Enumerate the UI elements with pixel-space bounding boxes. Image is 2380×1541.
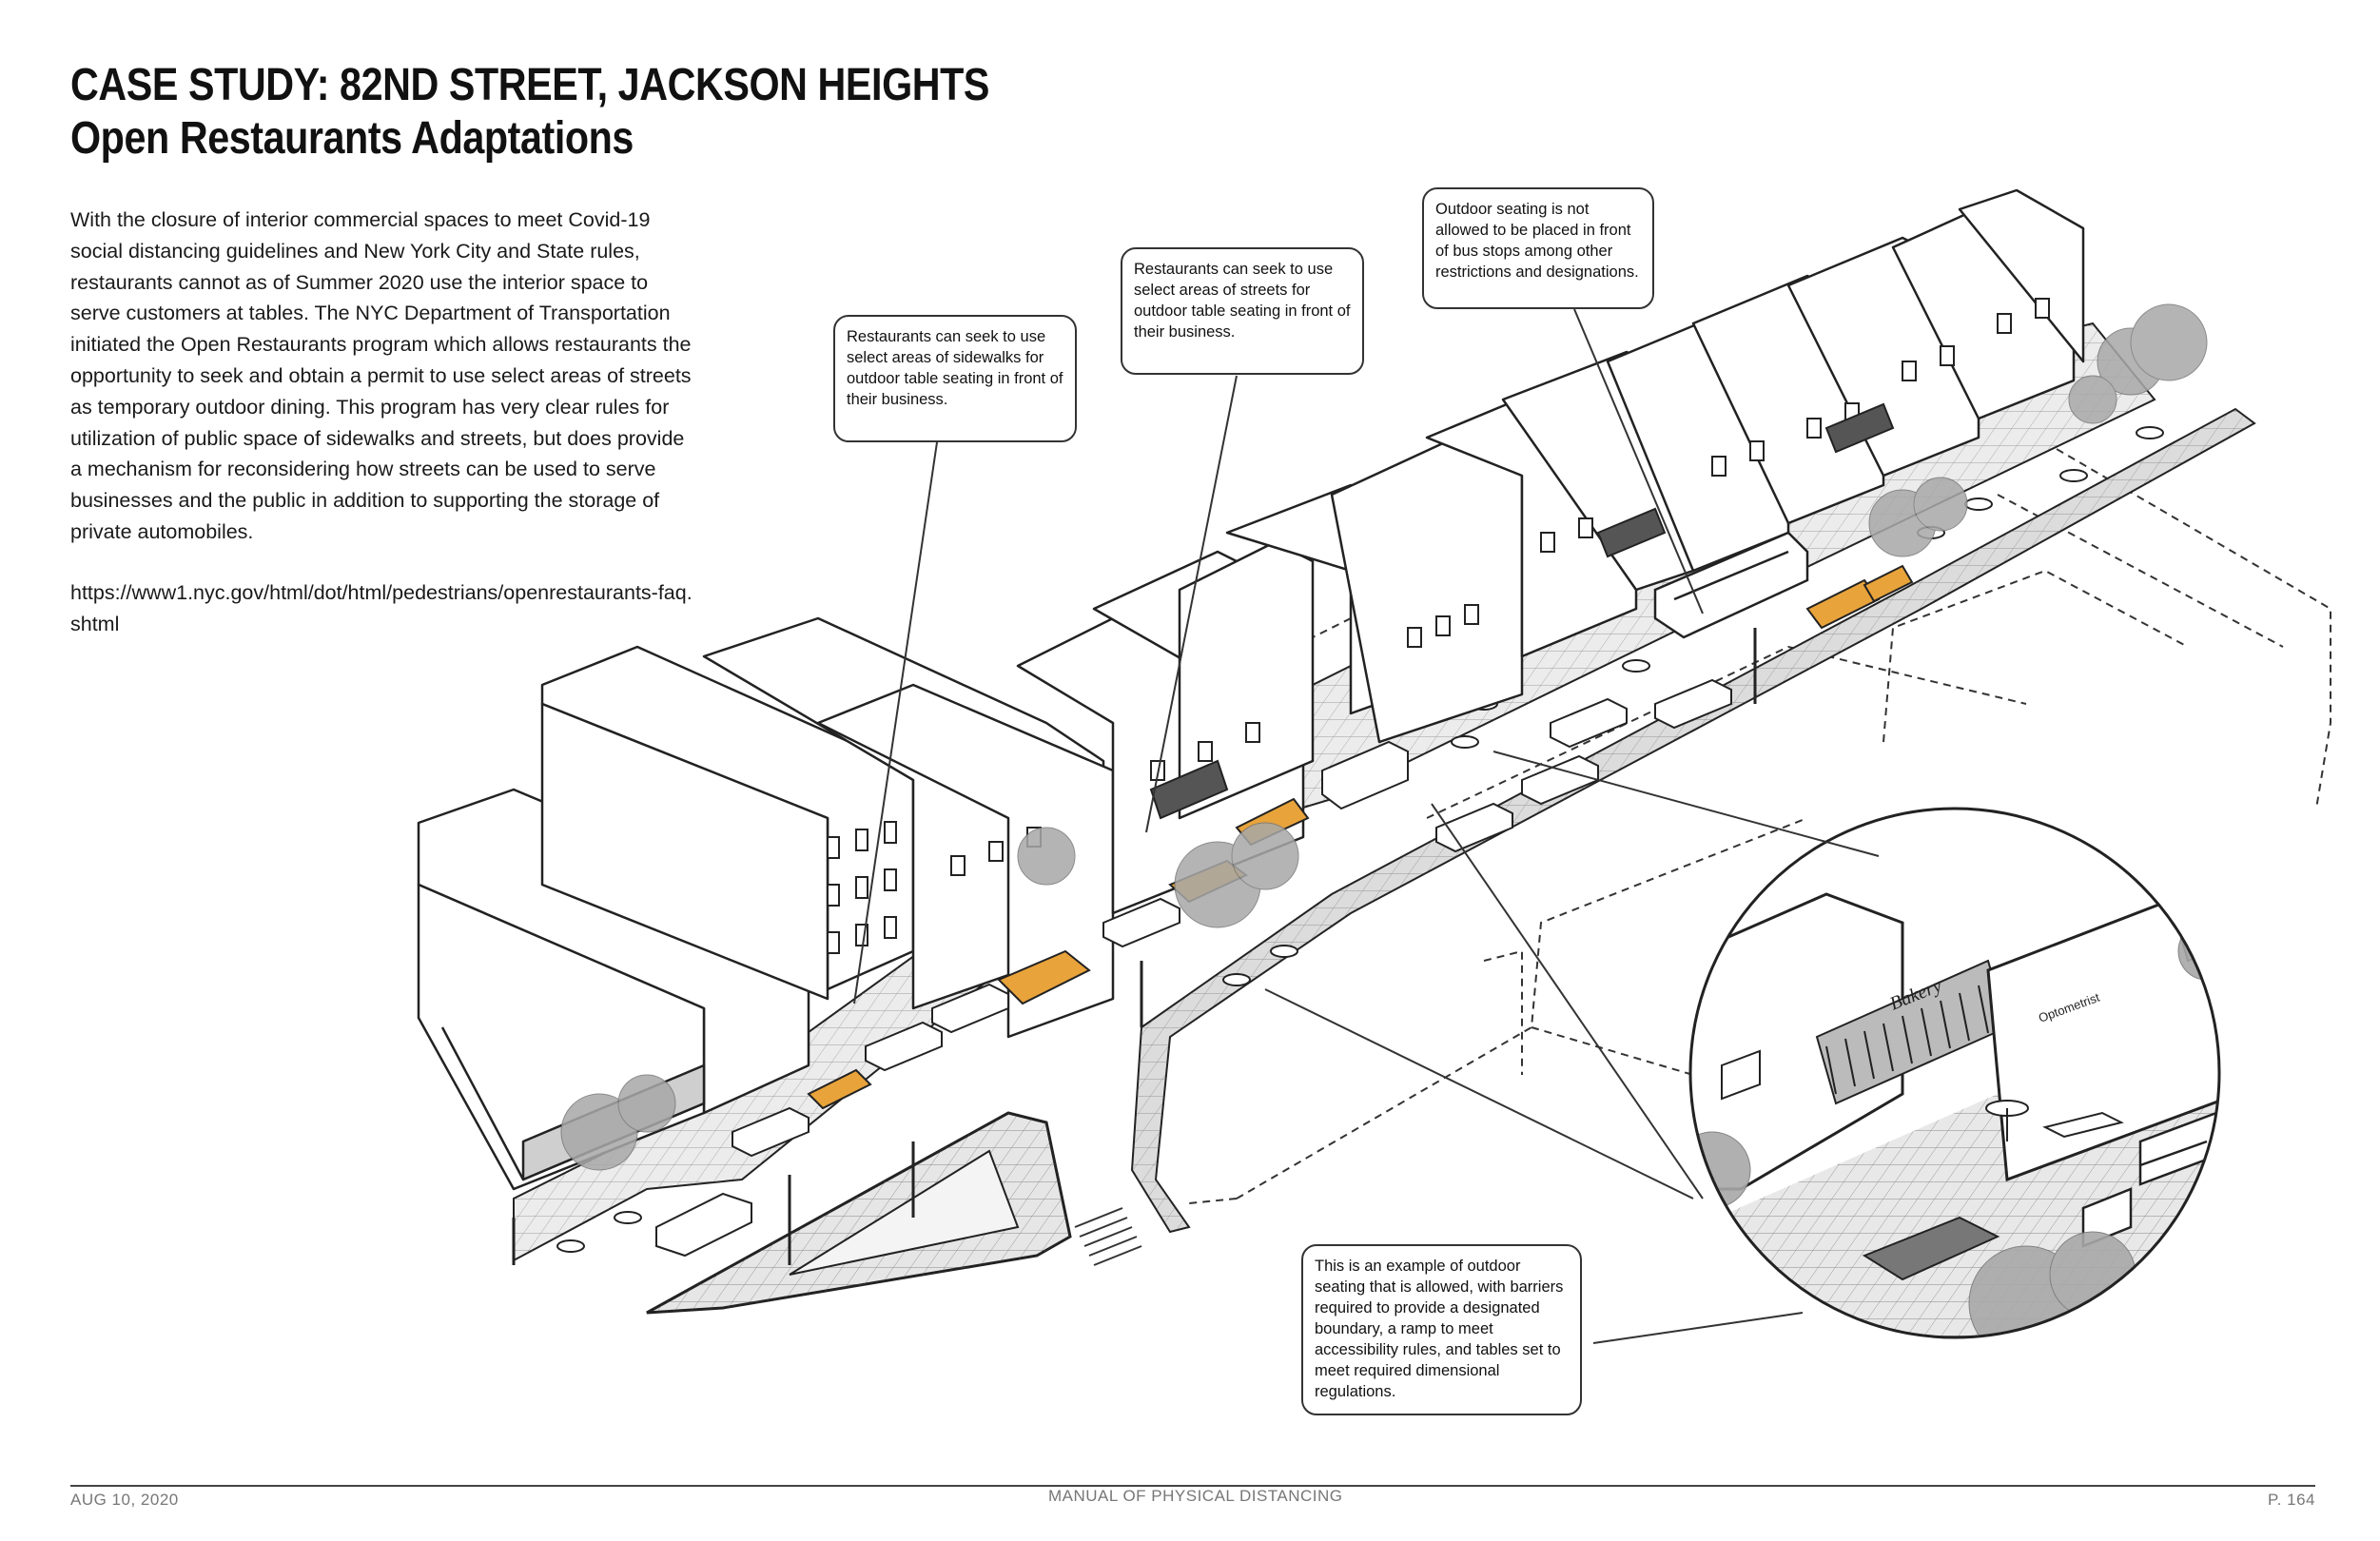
callout-leader-lines	[853, 308, 1880, 1344]
callout-sidewalks: Restaurants can seek to use select areas…	[833, 315, 1077, 442]
footer-date: AUG 10, 2020	[70, 1491, 179, 1509]
street-trees	[560, 303, 2208, 1171]
zoom-inset: Bakery Optometrist	[1688, 807, 2221, 1339]
storefront-awnings	[1149, 402, 1895, 820]
page-number: P. 164	[2268, 1491, 2315, 1509]
parked-cars	[655, 678, 1732, 1258]
street-lamps	[512, 628, 1757, 1265]
callout-bus-stops: Outdoor seating is not allowed to be pla…	[1422, 187, 1654, 309]
footer-document-title: MANUAL OF PHYSICAL DISTANCING	[1048, 1487, 1343, 1505]
building-row	[417, 188, 2085, 1191]
footer-divider	[70, 1485, 2315, 1487]
page-title: CASE STUDY: 82ND STREET, JACKSON HEIGHTS…	[70, 59, 989, 166]
callout-streets: Restaurants can seek to use select areas…	[1121, 247, 1364, 375]
intro-paragraph: With the closure of interior commercial …	[70, 208, 692, 543]
reference-link[interactable]: https://www1.nyc.gov/html/dot/html/pedes…	[70, 581, 693, 635]
callout-example: This is an example of outdoor seating th…	[1301, 1244, 1582, 1415]
title-line-1: CASE STUDY: 82ND STREET, JACKSON HEIGHTS	[70, 60, 990, 110]
title-line-2: Open Restaurants Adaptations	[70, 113, 634, 164]
